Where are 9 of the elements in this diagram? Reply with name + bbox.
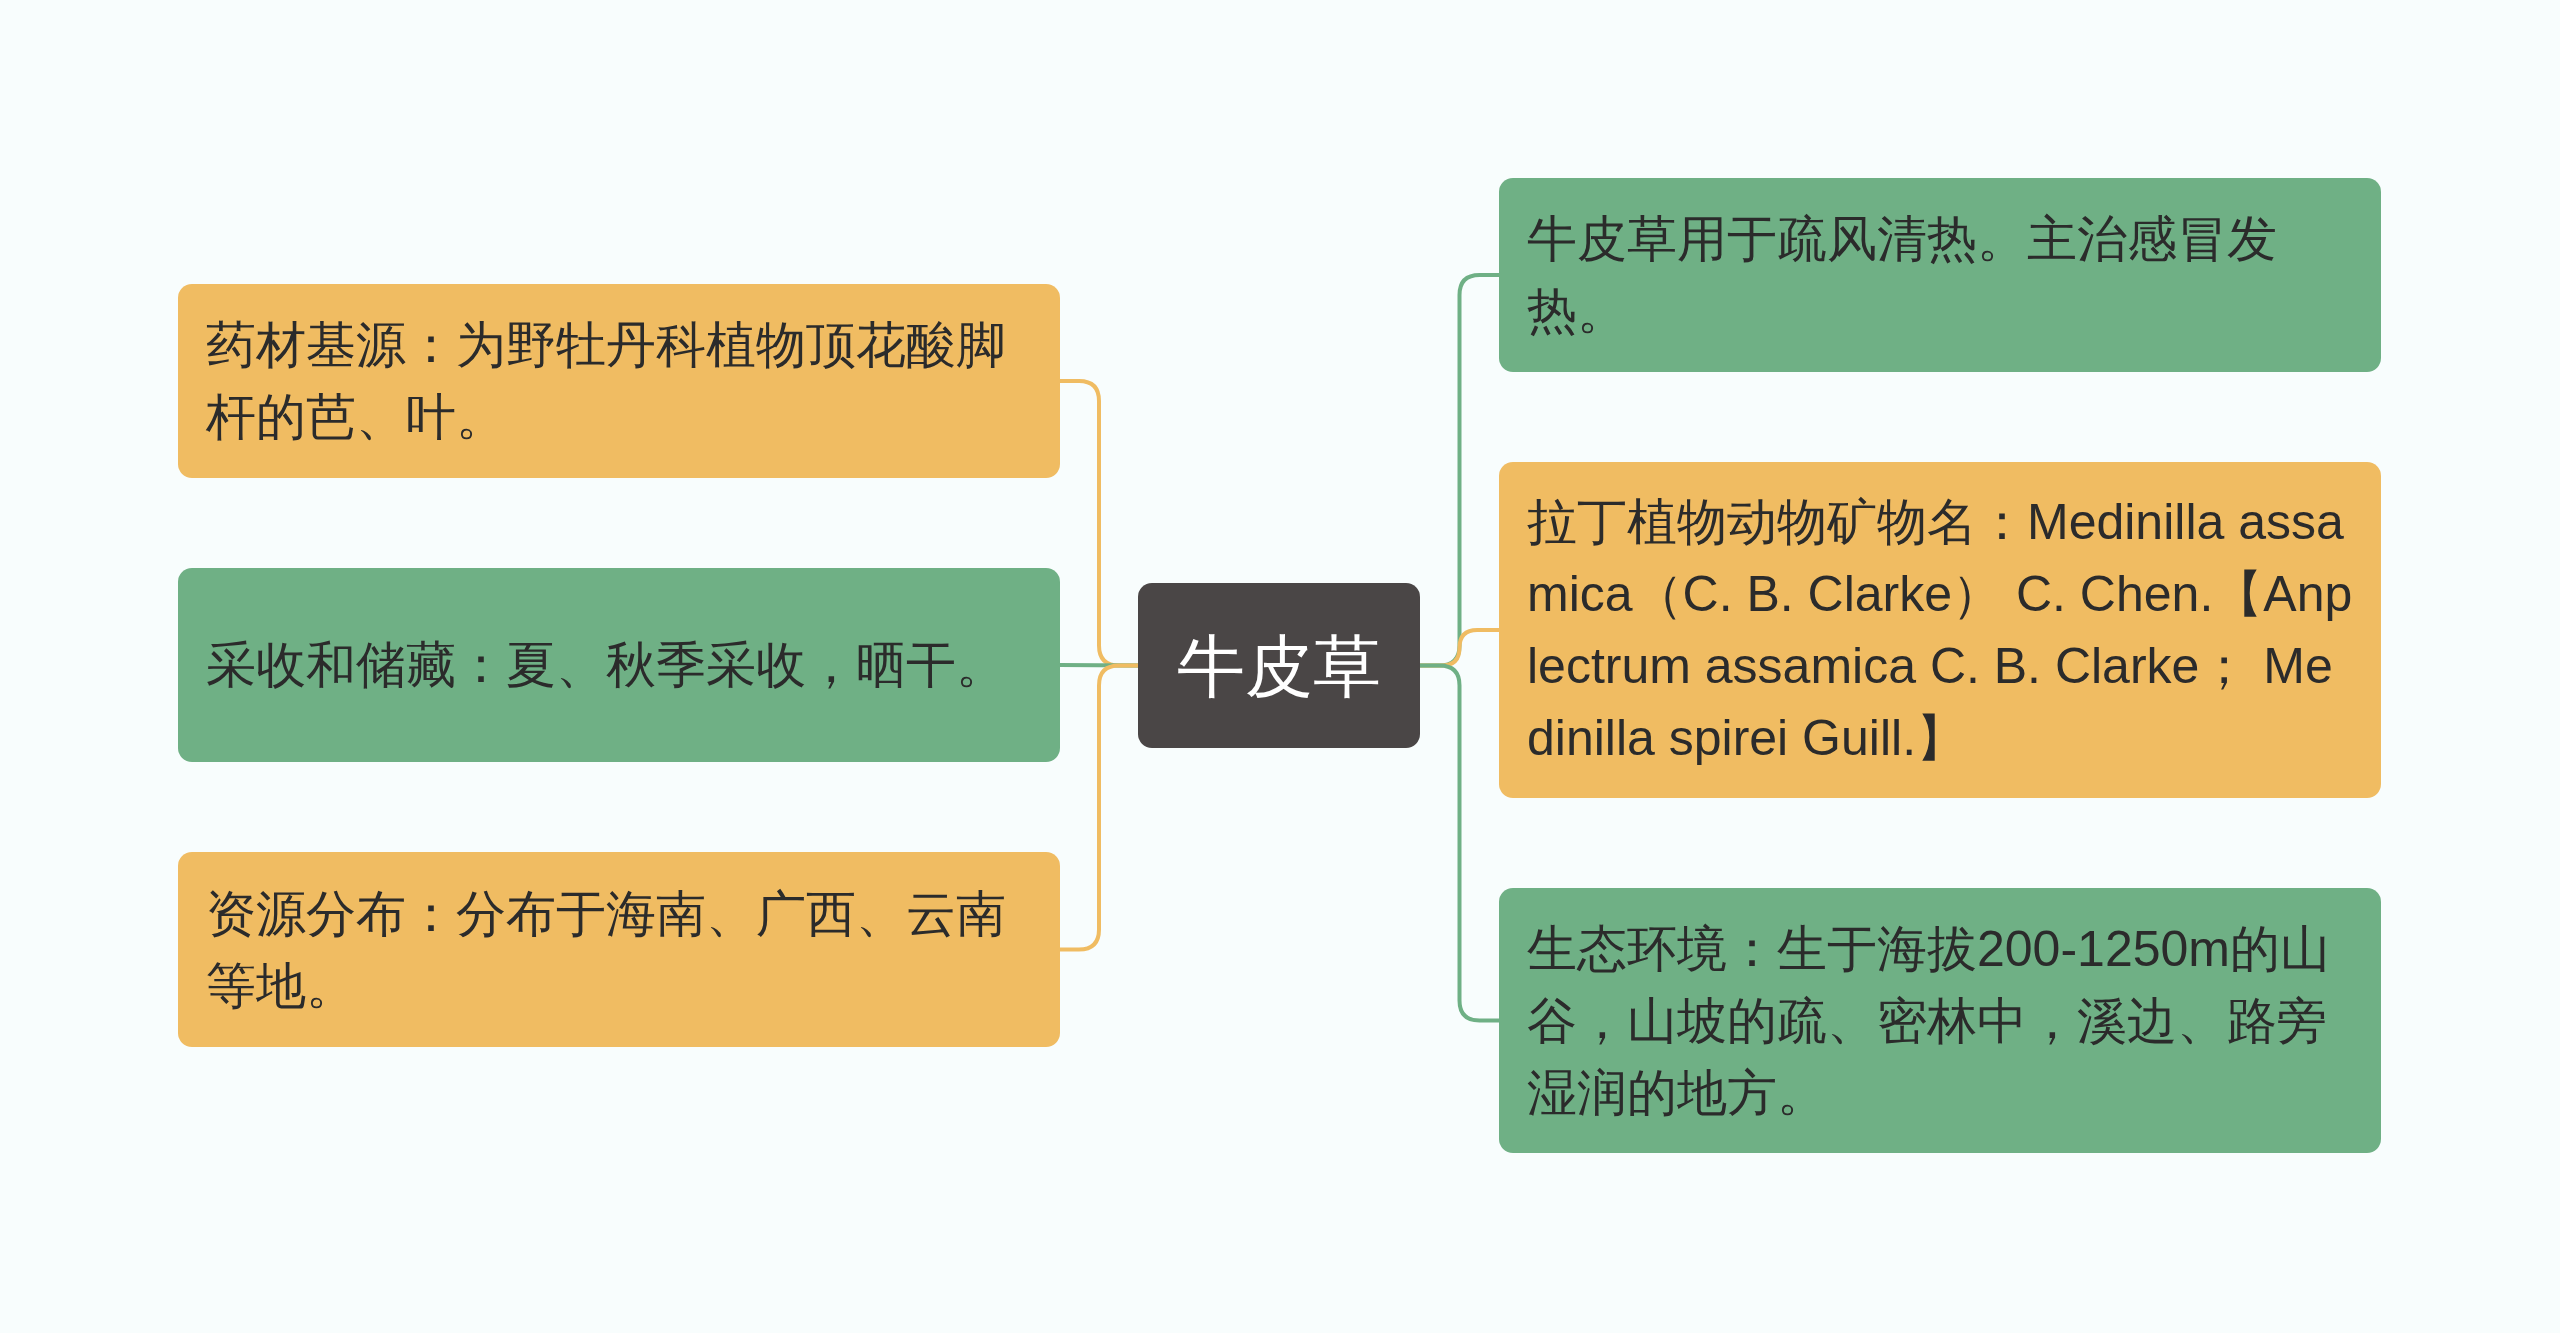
topic-box: 牛皮草用于疏风清热。主治感冒发热。 bbox=[1499, 178, 2381, 372]
topic-box: 药材基源：为野牡丹科植物顶花酸脚杆的芭、叶。 bbox=[178, 284, 1060, 478]
central-topic-box: 牛皮草 bbox=[1138, 583, 1420, 748]
connector-line bbox=[1060, 663, 1138, 668]
connector-line bbox=[1420, 663, 1499, 1023]
topic-box: 资源分布：分布于海南、广西、云南等地。 bbox=[178, 852, 1060, 1047]
topic-box: 采收和储藏：夏、秋季采收，晒干。 bbox=[178, 568, 1060, 762]
topic-box: 生态环境：生于海拔200-1250m的山谷，山坡的疏、密林中，溪边、路旁湿润的地方。 bbox=[1499, 888, 2381, 1153]
topic-box: 拉丁植物动物矿物名：Medinilla assamica（C. B. Clarke） C. Chen.【Anplectrum assamica C. B. Clarke； Medinilla spirei Guill.】 bbox=[1499, 462, 2381, 798]
